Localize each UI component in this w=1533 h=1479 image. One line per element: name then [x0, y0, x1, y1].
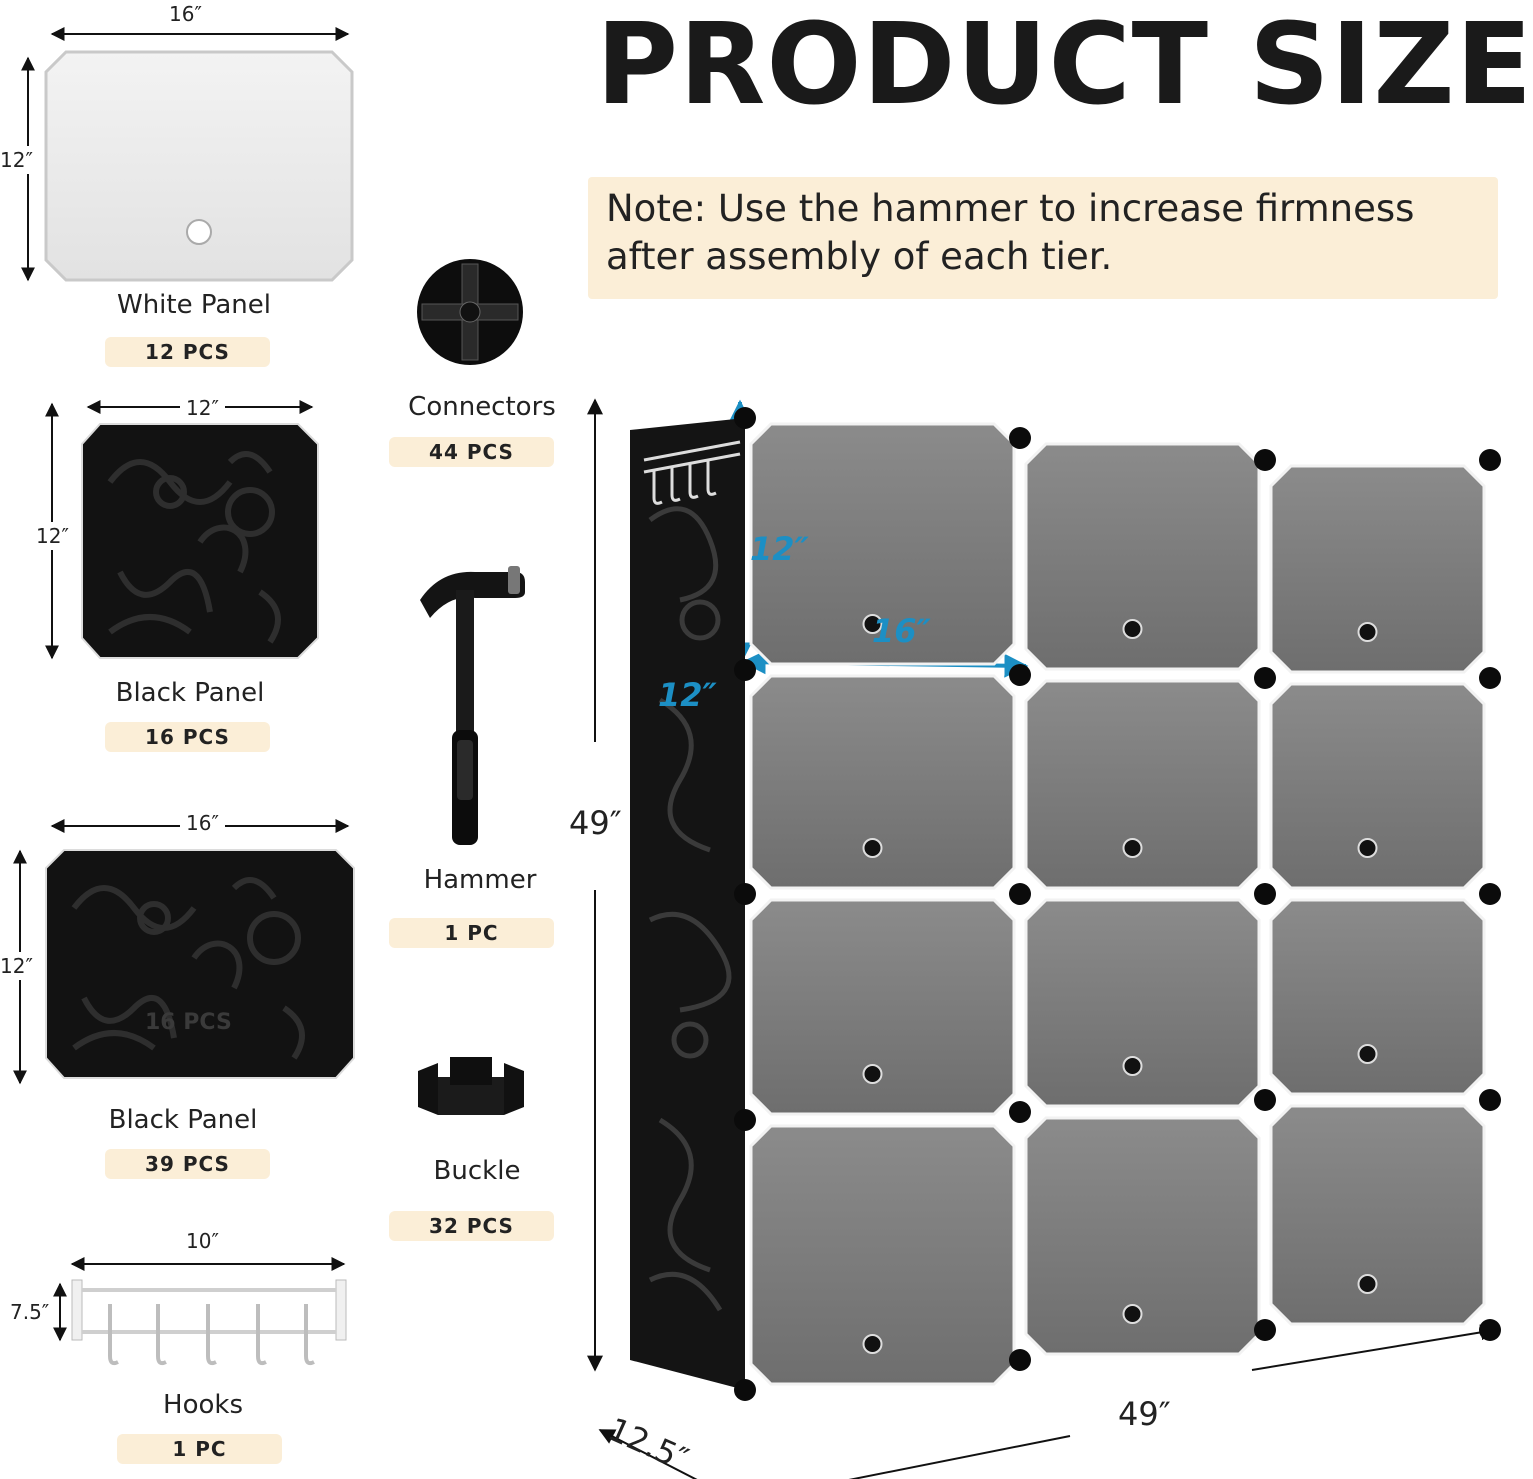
connector-joint — [1009, 1349, 1031, 1371]
cube-door — [1269, 1104, 1486, 1326]
product-height-dimension: 49″ — [569, 798, 622, 848]
cube-door — [1269, 464, 1486, 674]
hammer-image — [420, 566, 525, 845]
connector-joint — [1254, 1319, 1276, 1341]
connector-image — [417, 259, 523, 365]
hooks-image — [71, 1279, 347, 1366]
black-panel-large-height: 12″ — [0, 952, 33, 980]
connector-joint — [1479, 1089, 1501, 1111]
cube-door — [749, 898, 1016, 1116]
door-handle-hole — [1357, 1044, 1378, 1064]
hammer-qty-badge: 1 PC — [389, 918, 554, 948]
connector-joint — [1479, 667, 1501, 689]
cube-width-dimension: 16″ — [872, 612, 931, 650]
connector-joint — [1254, 667, 1276, 689]
door-handle-hole — [1122, 1056, 1143, 1076]
black-panel-large-image — [45, 849, 355, 1079]
door-handle-hole — [862, 1334, 883, 1354]
product-width-dimension: 49″ — [1118, 1395, 1171, 1433]
white-panel-height: 12″ — [0, 146, 33, 174]
connector-joint — [734, 883, 756, 905]
door-handle-hole — [1357, 622, 1378, 642]
note-box: Note: Use the hammer to increase firmnes… — [588, 177, 1498, 299]
black-panel-small-height: 12″ — [36, 522, 69, 550]
black-panel-large-width: 16″ — [180, 811, 225, 835]
connectors-qty-badge: 44 PCS — [389, 437, 554, 467]
connector-joint — [1254, 1089, 1276, 1111]
hammer-label: Hammer — [423, 865, 537, 895]
black-panel-large-label: Black Panel — [108, 1105, 258, 1135]
cube-organizer-image — [630, 407, 1501, 1401]
door-handle-hole — [862, 838, 883, 858]
white-panel-width: 16″ — [163, 2, 208, 26]
black-panel-large-qty-badge: 39 PCS — [105, 1149, 270, 1179]
hooks-qty-badge: 1 PC — [117, 1434, 282, 1464]
black-panel-large-overlay-text: 16 PCS — [145, 1010, 232, 1035]
buckle-label: Buckle — [433, 1156, 521, 1186]
cube-depth-dimension: 12″ — [658, 676, 717, 714]
black-panel-small-width: 12″ — [180, 396, 225, 420]
door-handle-hole — [1357, 1274, 1378, 1294]
connector-joint — [734, 407, 756, 429]
door-handle-hole — [862, 614, 883, 634]
cube-door — [1024, 442, 1261, 671]
connector-joint — [1479, 883, 1501, 905]
connector-joint — [1479, 1319, 1501, 1341]
buckle-image — [418, 1057, 524, 1115]
note-text: Note: Use the hammer to increase firmnes… — [606, 187, 1415, 278]
hooks-height: 7.5″ — [10, 1298, 50, 1326]
page-title: PRODUCT SIZE — [596, 0, 1533, 130]
door-handle-hole — [1122, 838, 1143, 858]
white-panel-image — [44, 50, 354, 282]
cube-door — [1024, 1116, 1261, 1356]
connector-joint — [734, 659, 756, 681]
black-panel-small-label: Black Panel — [115, 678, 265, 708]
cube-door — [749, 1124, 1016, 1386]
door-handle-hole — [1122, 619, 1143, 639]
cube-door — [749, 674, 1016, 890]
connector-joint — [734, 1379, 756, 1401]
cube-door — [749, 422, 1016, 666]
connectors-label: Connectors — [408, 392, 556, 422]
black-panel-small-image — [81, 423, 319, 659]
cube-door — [1269, 898, 1486, 1096]
connector-joint — [1254, 883, 1276, 905]
connector-joint — [1009, 883, 1031, 905]
cube-door — [1024, 679, 1261, 890]
door-handle-hole — [862, 1064, 883, 1084]
hooks-width: 10″ — [180, 1229, 225, 1253]
connector-joint — [1009, 664, 1031, 686]
buckle-qty-badge: 32 PCS — [389, 1211, 554, 1241]
connector-joint — [1009, 1101, 1031, 1123]
hooks-dimension-arrows — [53, 1257, 346, 1342]
cube-door — [1024, 898, 1261, 1108]
connector-joint — [734, 1109, 756, 1131]
connector-joint — [1009, 427, 1031, 449]
connector-joint — [1479, 449, 1501, 471]
door-handle-hole — [1357, 838, 1378, 858]
white-panel-qty-badge: 12 PCS — [105, 337, 270, 367]
white-panel-label: White Panel — [116, 290, 271, 320]
cube-height-dimension: 12″ — [750, 530, 809, 568]
hooks-label: Hooks — [163, 1390, 243, 1420]
cube-door — [1269, 682, 1486, 890]
connector-joint — [1254, 449, 1276, 471]
door-handle-hole — [1122, 1304, 1143, 1324]
black-panel-small-qty-badge: 16 PCS — [105, 722, 270, 752]
